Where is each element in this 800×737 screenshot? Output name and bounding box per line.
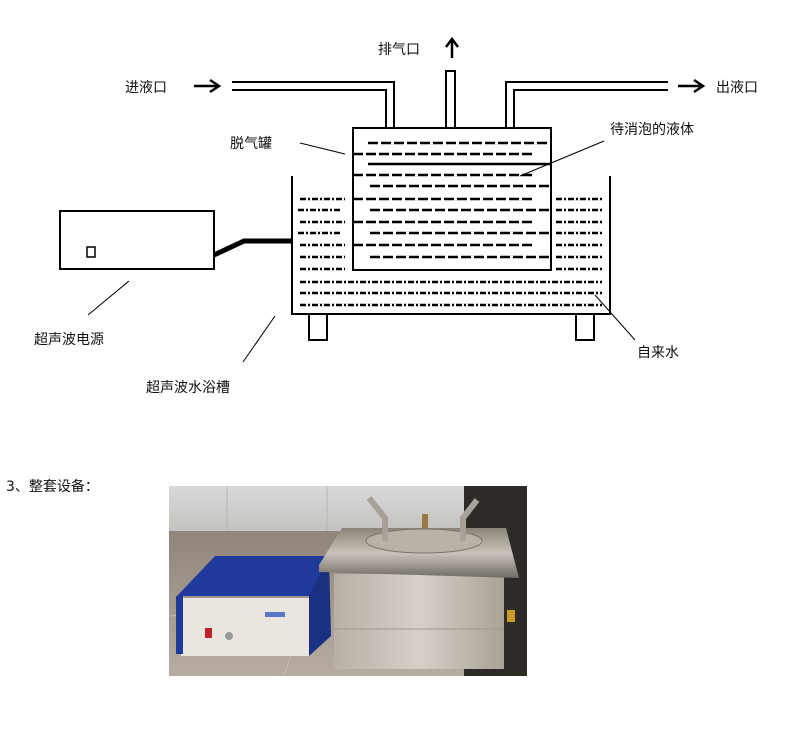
inlet-arrow-icon — [194, 78, 222, 94]
inlet-label: 进液口 — [125, 80, 167, 96]
power-supply-label: 超声波电源 — [34, 332, 104, 348]
bath-water — [298, 197, 602, 307]
apparatus-diagram — [59, 36, 706, 363]
leader-tap-water — [594, 294, 636, 341]
water-bath-label: 超声波水浴槽 — [146, 380, 230, 396]
leader-degassing-tank — [299, 142, 346, 155]
leader-bath — [242, 315, 276, 363]
vent-pipe — [445, 70, 456, 129]
degassing-tank-label: 脱气罐 — [230, 136, 272, 152]
water-bath — [291, 176, 611, 315]
power-cable — [212, 238, 292, 258]
section-title: 3、整套设备： — [6, 479, 99, 495]
tap-water-label: 自来水 — [637, 345, 679, 361]
outlet-pipe — [505, 81, 668, 128]
tank-liquid — [353, 141, 551, 259]
vent-arrow-icon — [445, 36, 459, 58]
bath-leg-left — [308, 313, 328, 341]
inlet-pipe — [232, 81, 395, 128]
bath-leg-right — [575, 313, 595, 341]
leader-liquid — [519, 140, 605, 177]
ultrasonic-power-box — [59, 210, 215, 270]
equipment-photo — [169, 486, 527, 676]
liquid-label: 待消泡的液体 — [610, 122, 694, 138]
leader-power — [87, 280, 130, 316]
outlet-arrow-icon — [678, 78, 706, 94]
vent-label: 排气口 — [378, 42, 420, 58]
outlet-label: 出液口 — [716, 80, 758, 96]
power-switch-icon — [86, 246, 96, 258]
